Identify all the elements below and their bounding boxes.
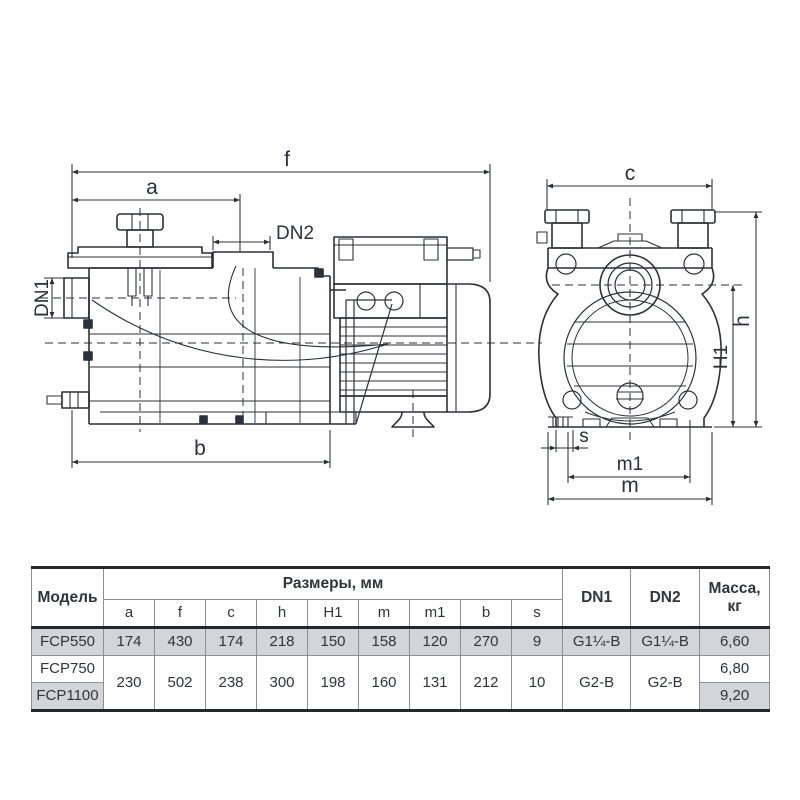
dimensions-group-header: Размеры, мм xyxy=(102,567,564,600)
dim-value-cell: 174 xyxy=(205,627,257,656)
dim-col-b: b xyxy=(460,599,512,628)
dn2-column-header: DN2 xyxy=(630,567,701,628)
dim-label-f: f xyxy=(284,148,290,171)
mass-value-cell: 9,20 xyxy=(699,682,771,711)
dim-value-cell: 270 xyxy=(460,627,512,656)
dn1-column-header: DN1 xyxy=(562,567,632,628)
dn2-value-cell: G2-B xyxy=(630,655,701,711)
dim-col-m1: m1 xyxy=(409,599,461,628)
centerlines xyxy=(40,198,742,442)
dn1-value-cell: G1¼-B xyxy=(562,627,632,656)
dim-value-cell: 238 xyxy=(205,655,257,711)
model-cell: FCP1100 xyxy=(31,682,104,711)
motor xyxy=(333,236,491,428)
model-cell: FCP750 xyxy=(31,655,104,683)
mass-value-cell: 6,80 xyxy=(699,655,771,683)
dn1-value-cell: G2-B xyxy=(562,655,632,711)
pump-body xyxy=(46,251,389,425)
mass-column-header: Масса, кг xyxy=(699,567,771,628)
pump-dimension-drawing: f a DN2 DN1 b c h H1 s m1 m xyxy=(32,148,762,505)
dimensions-table: Модель Размеры, мм DN1 DN2 Масса, кг a f… xyxy=(31,566,771,712)
table-row-fcp750: FCP750 230 502 238 300 198 160 131 212 1… xyxy=(31,655,771,711)
dim-label-a: a xyxy=(146,176,158,199)
side-view xyxy=(46,213,491,428)
dim-label-b: b xyxy=(194,437,206,460)
dim-col-c: c xyxy=(205,599,257,628)
motor-bracket xyxy=(329,276,393,425)
model-column-header: Модель xyxy=(31,567,104,628)
dim-value-cell: 502 xyxy=(154,655,206,711)
dim-value-cell: 212 xyxy=(460,655,512,711)
front-ports xyxy=(536,209,716,249)
dim-label-h: h xyxy=(731,315,754,327)
model-cell: FCP550 xyxy=(31,627,104,656)
dim-value-cell: 131 xyxy=(409,655,461,711)
dim-value-cell: 158 xyxy=(358,627,410,656)
dim-label-m1: m1 xyxy=(617,454,643,475)
dim-value-cell: 150 xyxy=(307,627,359,656)
dim-value-cell: 230 xyxy=(103,655,155,711)
dim-value-cell: 218 xyxy=(256,627,308,656)
table-row-fcp550: FCP550 174 430 174 218 150 158 120 270 9… xyxy=(31,627,771,656)
dim-col-h: h xyxy=(256,599,308,628)
dim-value-cell: 160 xyxy=(358,655,410,711)
dim-col-m: m xyxy=(358,599,410,628)
strainer-lid-knob xyxy=(116,213,164,248)
dim-label-c: c xyxy=(625,162,636,185)
front-view xyxy=(536,209,722,428)
motor-foot xyxy=(391,411,435,428)
table-row-fcp1100: FCP1100 9,20 xyxy=(31,682,771,711)
dim-label-s: s xyxy=(579,426,589,447)
dim-label-dn2: DN2 xyxy=(276,223,314,244)
dimension-lines xyxy=(44,164,762,505)
dim-label-m: m xyxy=(621,474,639,497)
dn2-value-cell: G1¼-B xyxy=(630,627,701,656)
dim-value-cell: 9 xyxy=(510,627,564,656)
dim-value-cell: 174 xyxy=(103,627,155,656)
dim-value-cell: 120 xyxy=(409,627,461,656)
dim-col-s: s xyxy=(510,599,564,628)
dim-value-cell: 430 xyxy=(154,627,206,656)
dim-col-a: a xyxy=(103,599,155,628)
mass-value-cell: 6,60 xyxy=(699,627,771,656)
dim-col-h1: H1 xyxy=(307,599,359,628)
dim-label-dn1: DN1 xyxy=(32,279,53,317)
dim-value-cell: 300 xyxy=(256,655,308,711)
dim-value-cell: 10 xyxy=(510,655,564,711)
dim-label-h1: H1 xyxy=(711,345,732,369)
dim-value-cell: 198 xyxy=(307,655,359,711)
dim-col-f: f xyxy=(154,599,206,628)
